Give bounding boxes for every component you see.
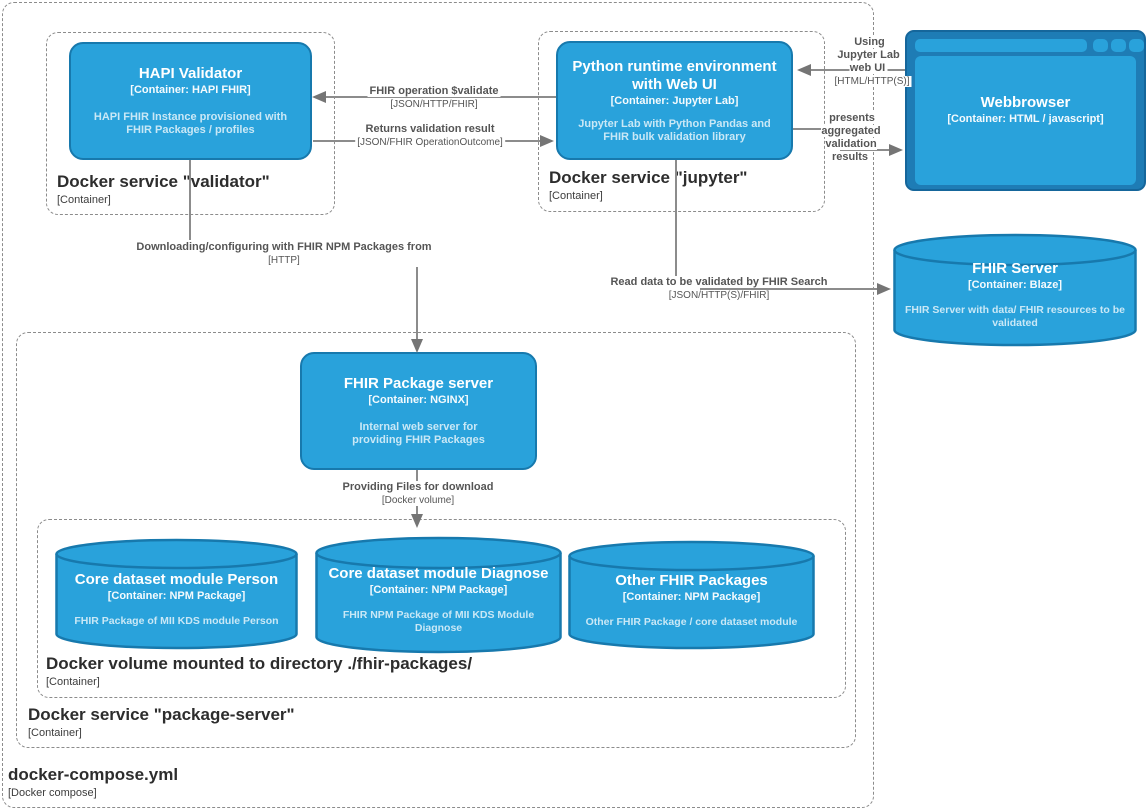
python-runtime-node: Python runtime environment with Web UI [… [556, 41, 793, 160]
core-dataset-diagnose-title: Core dataset module Diagnose [328, 565, 549, 582]
edge-returns-label: Returns validation result [JSON/FHIR Ope… [355, 123, 505, 148]
group-service-package-server [16, 332, 856, 748]
browser-button-icon [1093, 39, 1108, 52]
core-dataset-diagnose-description: FHIR NPM Package of MII KDS Module Diagn… [342, 609, 535, 634]
edge-provide-line [416, 470, 418, 482]
edge-provide-label: Providing Files for download [Docker vol… [340, 481, 496, 506]
webbrowser-title: Webbrowser [980, 93, 1071, 111]
group-docker-compose [2, 2, 874, 808]
package-server-group-sub: [Container] [28, 727, 82, 739]
other-fhir-packages-title: Other FHIR Packages [615, 571, 768, 589]
validator-group-label: Docker service "validator" [57, 172, 270, 191]
compose-group-label: docker-compose.yml [8, 765, 179, 784]
edge-presents-arrowhead [889, 144, 903, 156]
core-dataset-person-subtitle: [Container: NPM Package] [107, 589, 246, 602]
core-dataset-diagnose-subtitle: [Container: NPM Package] [369, 584, 508, 596]
browser-content: Webbrowser [Container: HTML / javascript… [915, 56, 1136, 185]
browser-button-icon [1111, 39, 1126, 52]
fhir-server-description: FHIR Server with data/ FHIR resources to… [905, 304, 1125, 329]
edge-download-line [416, 267, 418, 342]
fhir-package-server-node: FHIR Package server [Container: NGINX] I… [300, 352, 537, 470]
edge-validate-arrowhead [312, 91, 326, 103]
core-dataset-person-title: Core dataset module Person [74, 570, 279, 588]
webbrowser-node: Webbrowser [Container: HTML / javascript… [905, 30, 1146, 191]
group-service-validator [46, 32, 335, 215]
edge-presents-label: presents aggregated validation results [821, 112, 881, 163]
edge-read-arrowhead [877, 283, 891, 295]
core-dataset-person-description: FHIR Package of MII KDS module Person [74, 614, 279, 627]
other-fhir-packages-node: Other FHIR Packages [Container: NPM Pack… [568, 540, 815, 650]
package-server-group-label: Docker service "package-server" [28, 705, 295, 724]
hapi-validator-subtitle: [Container: HAPI FHIR] [130, 84, 251, 96]
fhir-package-server-description: Internal web server for providing FHIR P… [352, 421, 485, 446]
edge-download-label: Downloading/configuring with FHIR NPM Pa… [134, 241, 434, 266]
edge-read-line [700, 288, 878, 290]
python-runtime-description: Jupyter Lab with Python Pandas and FHIR … [578, 117, 771, 143]
hapi-validator-title: HAPI Validator [138, 65, 243, 82]
edge-provide-arrowhead [411, 514, 423, 528]
volume-group-sub: [Container] [46, 676, 100, 688]
hapi-validator-description: HAPI FHIR Instance provisioned with FHIR… [93, 111, 288, 136]
edge-using-arrowhead [797, 64, 811, 76]
validator-group-sub: [Container] [57, 194, 111, 206]
group-service-jupyter [538, 31, 825, 212]
edge-download-arrowhead [411, 339, 423, 353]
python-runtime-subtitle: [Container: Jupyter Lab] [610, 94, 739, 107]
edge-validate-label: FHIR operation $validate [JSON/HTTP/FHIR… [367, 85, 501, 110]
core-dataset-diagnose-node: Core dataset module Diagnose [Container:… [315, 536, 562, 654]
fhir-package-server-subtitle: [Container: NGINX] [368, 394, 469, 406]
python-runtime-title: Python runtime environment with Web UI [572, 57, 777, 93]
jupyter-group-sub: [Container] [549, 190, 603, 202]
cylinder-shape [893, 233, 1137, 347]
fhir-server-title: FHIR Server [972, 260, 1058, 277]
cylinder-shape [55, 538, 298, 650]
browser-button-icon [1129, 39, 1144, 52]
webbrowser-subtitle: [Container: HTML / javascript] [947, 112, 1104, 125]
edge-using-label: Using Jupyter Lab web UI [HTML/HTTP(S)] [832, 36, 912, 87]
compose-group-sub: [Docker compose] [8, 787, 97, 799]
fhir-server-node: FHIR Server [Container: Blaze] FHIR Serv… [893, 233, 1137, 347]
edge-download-line [189, 160, 191, 240]
edge-provide-line [416, 506, 418, 516]
other-fhir-packages-subtitle: [Container: NPM Package] [622, 590, 761, 603]
hapi-validator-node: HAPI Validator [Container: HAPI FHIR] HA… [69, 42, 312, 160]
group-docker-volume [37, 519, 846, 698]
other-fhir-packages-description: Other FHIR Package / core dataset module [585, 615, 798, 628]
edge-read-line [675, 160, 677, 281]
fhir-server-subtitle: [Container: Blaze] [967, 279, 1063, 291]
cylinder-shape [315, 536, 562, 654]
edge-read-label: Read data to be validated by FHIR Search… [608, 276, 830, 301]
core-dataset-person-node: Core dataset module Person [Container: N… [55, 538, 298, 650]
fhir-package-server-title: FHIR Package server [343, 375, 494, 392]
edge-returns-arrowhead [540, 135, 554, 147]
jupyter-group-label: Docker service "jupyter" [549, 168, 748, 187]
browser-address-bar [915, 39, 1087, 52]
volume-group-label: Docker volume mounted to directory ./fhi… [46, 654, 473, 673]
cylinder-shape [568, 540, 815, 650]
